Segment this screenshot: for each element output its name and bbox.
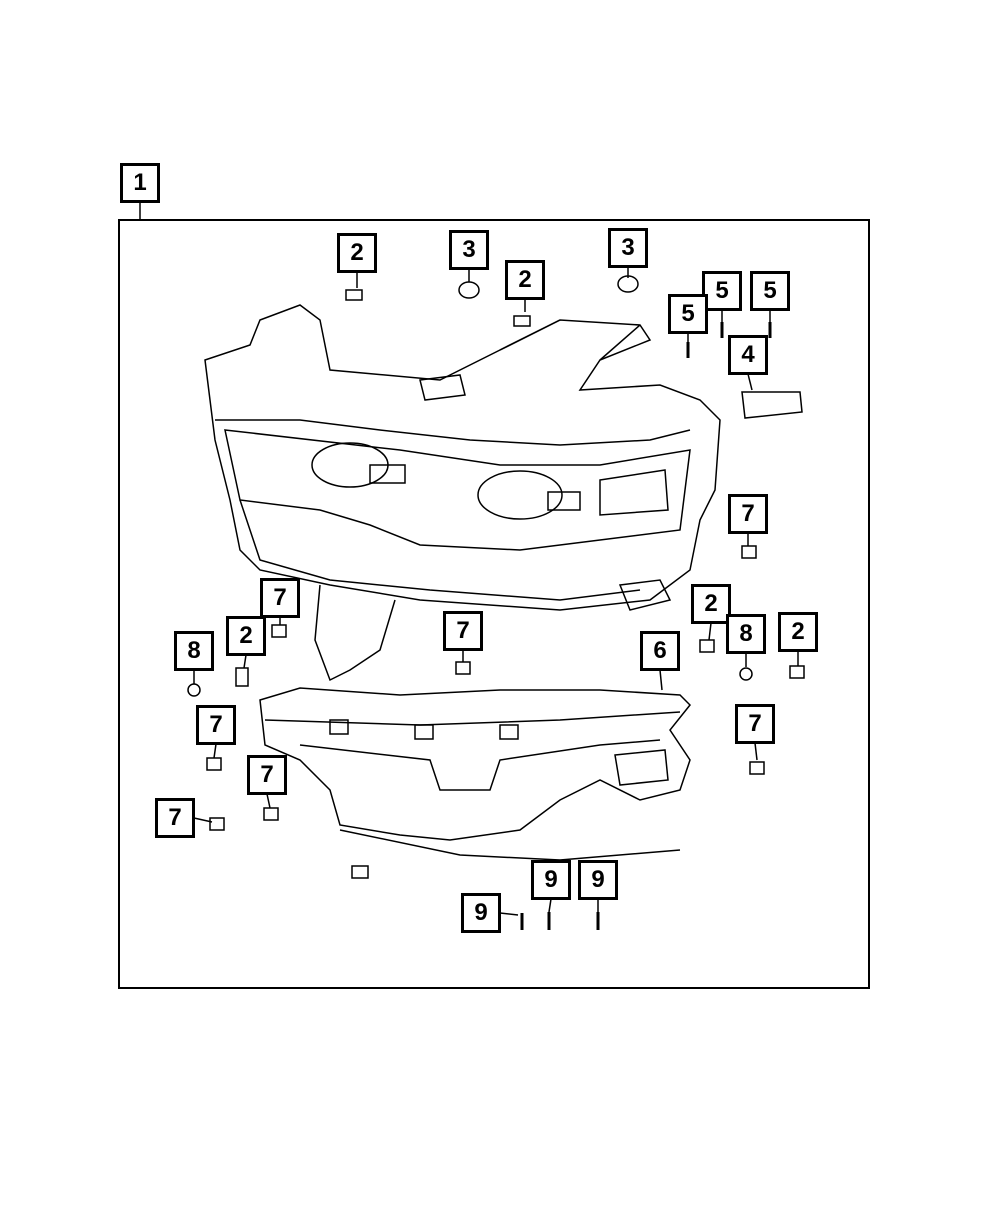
headlamp-assembly — [204, 304, 721, 682]
callout-4: 4 — [728, 335, 768, 375]
callout-3: 3 — [449, 230, 489, 270]
callout-7: 7 — [443, 611, 483, 651]
callout-2: 2 — [337, 233, 377, 273]
callout-7: 7 — [735, 704, 775, 744]
callout-7: 7 — [247, 755, 287, 795]
callout-1: 1 — [120, 163, 160, 203]
callout-9: 9 — [531, 860, 571, 900]
assembly-frame — [118, 219, 870, 989]
callout-9: 9 — [578, 860, 618, 900]
callout-8: 8 — [726, 614, 766, 654]
callout-8: 8 — [174, 631, 214, 671]
callout-7: 7 — [728, 494, 768, 534]
small-parts — [187, 275, 805, 930]
callout-2: 2 — [778, 612, 818, 652]
callout-7: 7 — [196, 705, 236, 745]
callout-2: 2 — [226, 616, 266, 656]
callout-2: 2 — [691, 584, 731, 624]
callout-2: 2 — [505, 260, 545, 300]
callout-5: 5 — [668, 294, 708, 334]
mounting-bracket — [259, 687, 692, 861]
callout-7: 7 — [155, 798, 195, 838]
callout-9: 9 — [461, 893, 501, 933]
callout-5: 5 — [702, 271, 742, 311]
callout-6: 6 — [640, 631, 680, 671]
leader-lines — [139, 202, 799, 916]
callout-3: 3 — [608, 228, 648, 268]
callout-5: 5 — [750, 271, 790, 311]
callout-7: 7 — [260, 578, 300, 618]
